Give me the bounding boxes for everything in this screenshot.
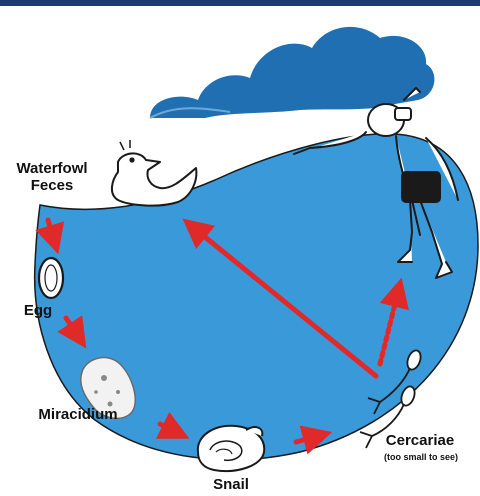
label-cercariae: Cercariae xyxy=(378,432,462,449)
snail-icon xyxy=(198,426,264,471)
label-egg: Egg xyxy=(18,302,58,319)
label-snail: Snail xyxy=(206,476,256,493)
label-miracidium: Miracidium xyxy=(28,406,128,423)
label-waterfowl-line1: Waterfowl xyxy=(16,160,87,177)
label-waterfowl: Waterfowl Feces xyxy=(14,160,90,195)
label-cercariae-note: (too small to see) xyxy=(374,452,468,462)
duck-icon xyxy=(112,140,196,206)
label-waterfowl-line2: Feces xyxy=(31,177,74,194)
egg-icon xyxy=(39,258,63,298)
